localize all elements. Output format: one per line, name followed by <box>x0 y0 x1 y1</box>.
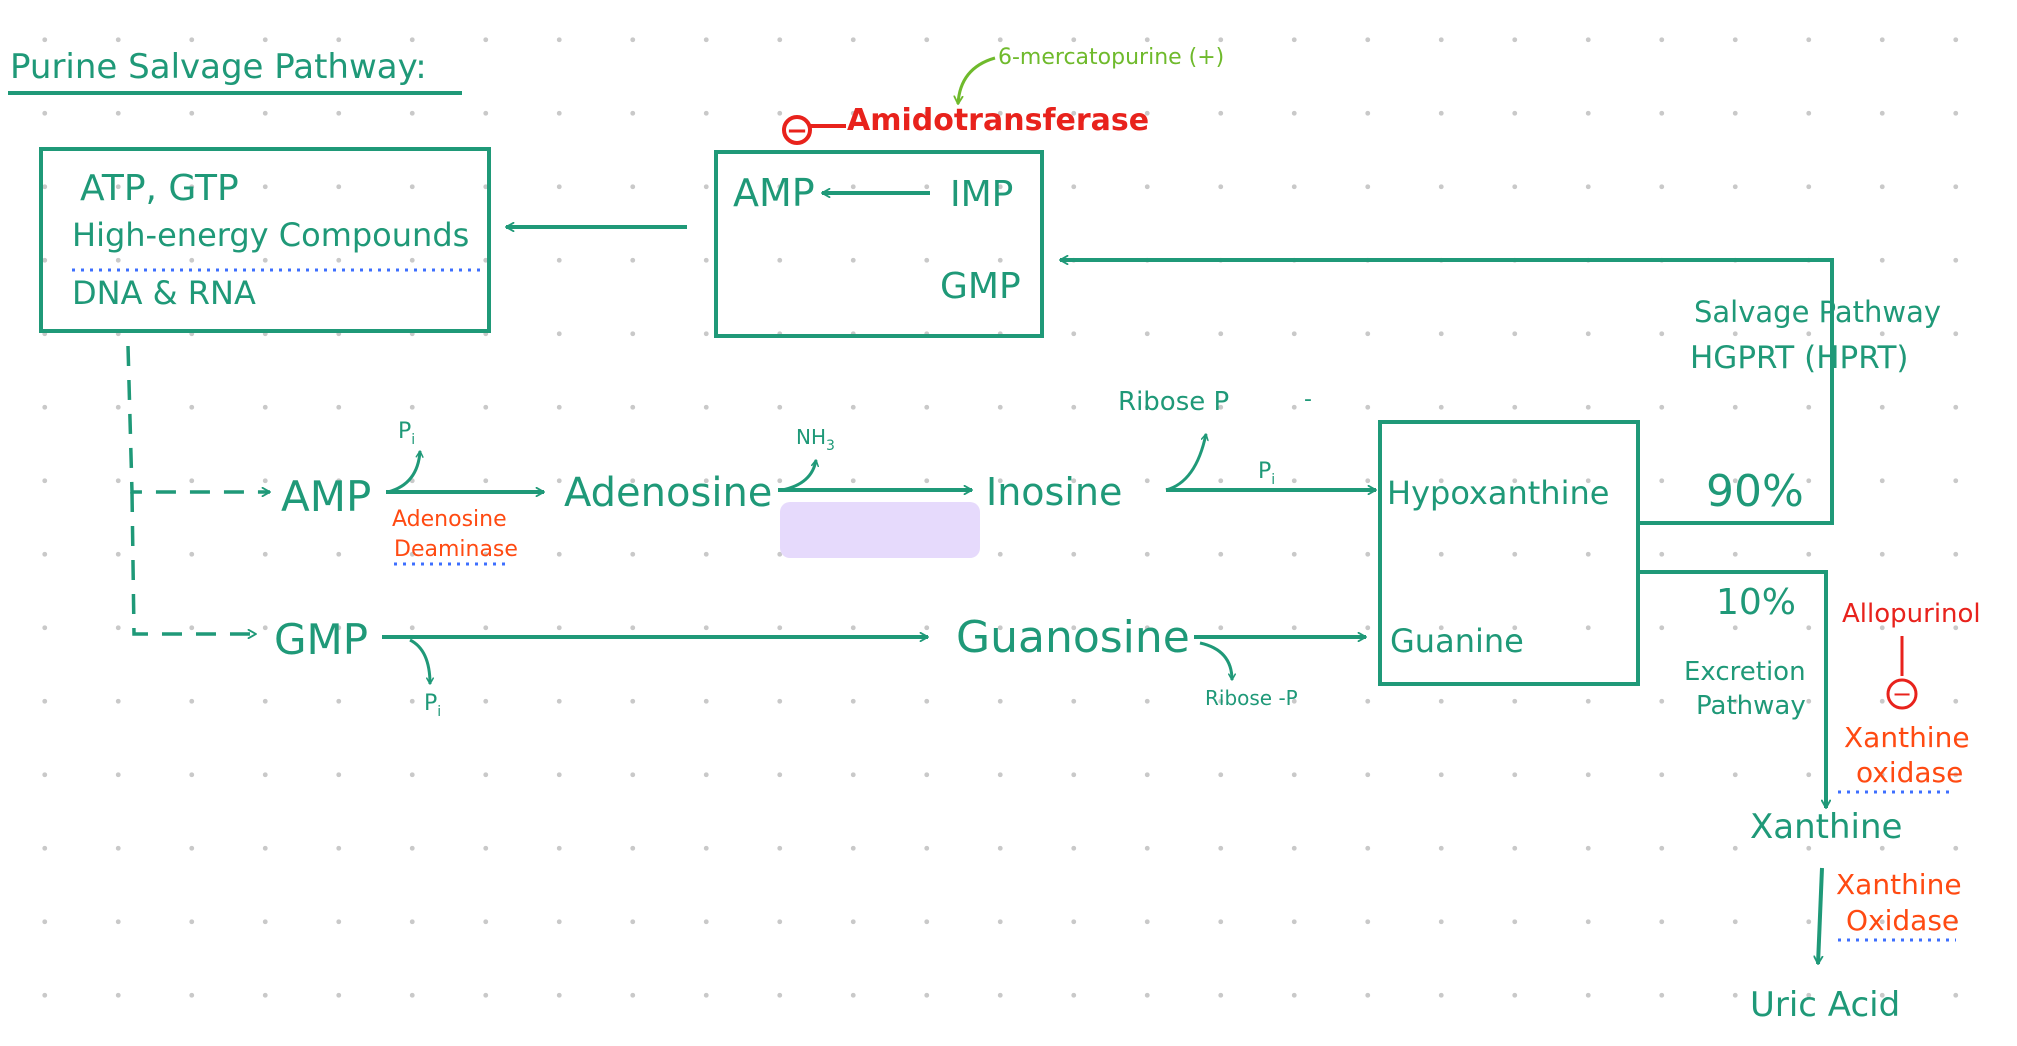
guanosine-label: Guanosine <box>956 612 1190 663</box>
pi-label-1: Pi <box>398 419 415 448</box>
guanosine-ribose-release-arrow <box>1199 641 1232 680</box>
adenosine-deaminase-label-line1: Adenosine <box>392 507 507 532</box>
mercaptopurine-arrow <box>958 56 996 104</box>
dashed-connector-gmp <box>130 491 256 634</box>
salvage-pathway-label: Salvage Pathway <box>1694 295 1941 329</box>
xanthine-to-uric-acid-arrow <box>1818 867 1824 964</box>
salvage-pathway-line <box>1060 260 1834 525</box>
atp-gtp-label: ATP, GTP <box>80 168 239 209</box>
base-box <box>1378 420 1640 686</box>
allopurinol-label: Allopurinol <box>1842 599 1981 629</box>
guanine-label: Guanine <box>1390 622 1524 660</box>
nh3-release-arrow <box>781 460 816 492</box>
gmp-label: GMP <box>274 615 368 664</box>
excretion-pathway-line <box>1638 570 1826 808</box>
xanthine-oxidase-2-line2: Oxidase <box>1846 904 1959 937</box>
box-gmp-label: GMP <box>940 266 1021 307</box>
nh3-label: NH3 <box>796 425 835 454</box>
hgprt-label: HGPRT (HPRT) <box>1690 340 1909 376</box>
dna-rna-label: DNA & RNA <box>72 274 256 312</box>
ribose-p-label: Ribose P <box>1118 387 1229 417</box>
xanthine-oxidase-1-line1: Xanthine <box>1844 721 1970 754</box>
uric-acid-label: Uric Acid <box>1750 985 1900 1025</box>
box-imp-label: IMP <box>950 174 1013 215</box>
inhibition-minus-symbol: − <box>786 116 808 146</box>
box-amp-label: AMP <box>733 171 815 215</box>
amp-label: AMP <box>281 472 371 521</box>
excretion-percentage: 10% <box>1716 582 1796 623</box>
energy-compounds-box <box>39 147 491 333</box>
dashed-connector-amp <box>126 345 270 492</box>
mercaptopurine-label: 6-mercatopurine (+) <box>998 45 1224 70</box>
inhibition-minus-icon <box>782 115 812 145</box>
xanthine-label: Xanthine <box>1750 807 1902 847</box>
page-title: Purine Salvage Pathway: <box>10 47 427 87</box>
pi-label-2: Pi <box>1258 459 1275 488</box>
amidotransferase-label: Amidotransferase <box>847 103 1149 138</box>
xanthine-oxidase-2-line1: Xanthine <box>1836 868 1962 901</box>
highlight-box <box>780 502 980 558</box>
guanosine-ribose-p-label: Ribose -P <box>1205 686 1298 710</box>
stray-dash-mark: - <box>1304 387 1312 412</box>
allopurinol-minus-symbol: − <box>1892 680 1912 708</box>
amp-pi-release-arrow <box>387 451 420 494</box>
inosine-label: Inosine <box>986 470 1122 514</box>
xanthine-oxidase-1-line2: oxidase <box>1856 756 1963 789</box>
adenosine-deaminase-label-line2: Deaminase <box>394 537 518 562</box>
nucleotide-box <box>714 150 1044 338</box>
salvage-percentage: 90% <box>1706 466 1804 517</box>
gmp-pi-release-arrow <box>409 638 430 684</box>
excretion-label-line1: Excretion <box>1684 657 1806 687</box>
adenosine-label: Adenosine <box>564 470 772 516</box>
hypoxanthine-label: Hypoxanthine <box>1387 474 1609 512</box>
allopurinol-minus-icon <box>1886 678 1918 710</box>
gmp-pi-label: Pi <box>424 691 441 720</box>
high-energy-compounds-label: High-energy Compounds <box>72 216 469 254</box>
ribose-p-release-arrow <box>1165 434 1206 492</box>
excretion-label-line2: Pathway <box>1696 691 1806 721</box>
